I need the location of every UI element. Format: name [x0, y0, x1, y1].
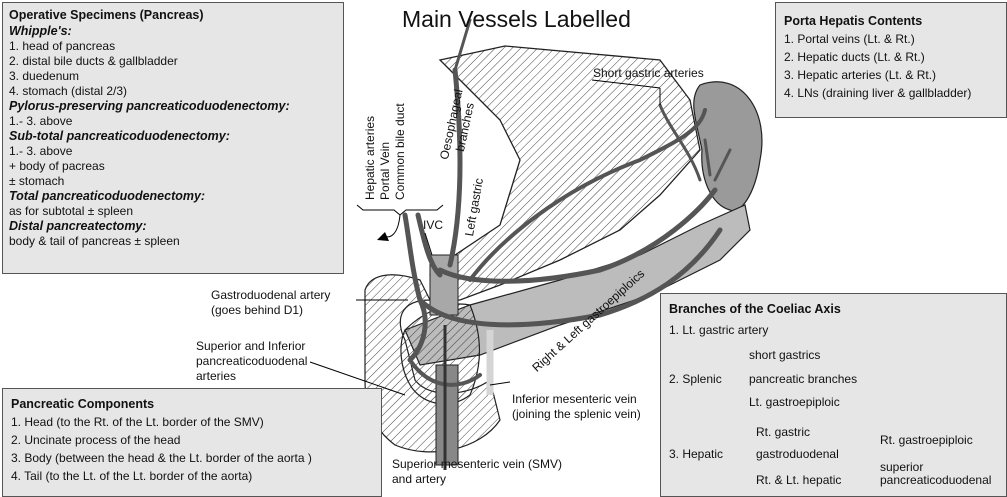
short-gastric-label: Short gastric arteries [593, 66, 704, 80]
list-item: 3. Hepatic arteries (Lt. & Rt.) [784, 66, 998, 84]
pancreatic-components-panel: Pancreatic Components 1. Head (to the Rt… [2, 388, 382, 497]
specimens-heading: Operative Specimens (Pancreas) [9, 8, 337, 22]
coeliac-heading: Branches of the Coeliac Axis [669, 302, 998, 316]
list-item: 3. Body (between the head & the Lt. bord… [11, 449, 373, 467]
list-item: as for subtotal ± spleen [9, 204, 337, 219]
hepatic-arteries-label: Hepatic arteries [364, 116, 377, 200]
gastroduodenal-label: Gastroduodenal artery [211, 288, 330, 302]
distal-heading: Distal pancreatectomy: [9, 219, 337, 234]
lt-gastric-branch: 1. Lt. gastric artery [669, 323, 768, 337]
splenic-branch: pancreatic branches [749, 372, 857, 386]
hepatic-branch: Rt. & Lt. hepatic [756, 473, 841, 487]
list-item: + body of pacreas [9, 159, 337, 174]
spleen-shape [694, 82, 762, 211]
imv-label: Inferior mesenteric vein [512, 392, 637, 406]
smv-shape [436, 365, 458, 465]
components-heading: Pancreatic Components [11, 397, 373, 411]
list-item: 3. duedenum [9, 69, 337, 84]
list-item: 1. Portal veins (Lt. & Rt.) [784, 30, 998, 48]
ivc-label: IVC [423, 218, 443, 232]
splenic-branch: short gastrics [749, 348, 820, 362]
imv-label: (joining the splenic vein) [512, 407, 641, 421]
total-heading: Total pancreaticoduodenectomy: [9, 189, 337, 204]
pancreaticoduodenal-label: Superior and Inferior [196, 339, 305, 353]
gastroduodenal-note: (goes behind D1) [211, 303, 303, 317]
gastroduodenal-branch: pancreaticoduodenal [880, 473, 991, 487]
splenic-label: 2. Splenic [669, 372, 722, 386]
pylorus-heading: Pylorus-preserving pancreaticoduodenecto… [9, 99, 337, 114]
operative-specimens-panel: Operative Specimens (Pancreas) Whipple's… [2, 2, 344, 274]
subtotal-heading: Sub-total pancreaticoduodenectomy: [9, 129, 337, 144]
common-bile-duct-label: Common bile duct [394, 103, 407, 200]
list-item: 4. Tail (to the Lt. of the Lt. border of… [11, 467, 373, 485]
porta-hepatis-panel: Porta Hepatis Contents 1. Portal veins (… [775, 2, 1007, 118]
list-item: body & tail of pancreas ± spleen [9, 234, 337, 249]
list-item: 1.- 3. above [9, 144, 337, 159]
hepatic-label: 3. Hepatic [669, 447, 723, 461]
list-item: 2. Hepatic ducts (Lt. & Rt.) [784, 48, 998, 66]
list-item: ± stomach [9, 174, 337, 189]
list-item: 4. stomach (distal 2/3) [9, 84, 337, 99]
hepatic-branch: Rt. gastric [756, 425, 810, 439]
pancreaticoduodenal-label: pancreaticoduodenal [196, 354, 307, 368]
list-item: 2. distal bile ducts & gallbladder [9, 54, 337, 69]
list-item: 1. Head (to the Rt. of the Lt. border of… [11, 413, 373, 431]
list-item: 4. LNs (draining liver & gallbladder) [784, 84, 998, 102]
list-item: 1. head of pancreas [9, 39, 337, 54]
gastroduodenal-branch: superior [880, 460, 923, 474]
smv-label: and artery [392, 472, 446, 486]
diagram-title: Main Vessels Labelled [402, 6, 631, 33]
hepatic-group-bracket [357, 205, 443, 215]
gastroduodenal-branch: Rt. gastroepiploic [880, 433, 973, 447]
hepatic-branch: gastroduodenal [756, 447, 839, 461]
pancreaticoduodenal-label: arteries [196, 369, 236, 383]
smv-label: Superior mesenteric vein (SMV) [392, 457, 562, 471]
list-item: 1.- 3. above [9, 114, 337, 129]
coeliac-axis-panel: Branches of the Coeliac Axis 1. Lt. gast… [660, 293, 1007, 497]
portal-vein-label: Portal Vein [379, 142, 392, 200]
whipple-heading: Whipple's: [9, 24, 337, 39]
porta-heading: Porta Hepatis Contents [784, 14, 998, 28]
list-item: 2. Uncinate process of the head [11, 431, 373, 449]
splenic-branch: Lt. gastroepiploic [749, 395, 840, 409]
